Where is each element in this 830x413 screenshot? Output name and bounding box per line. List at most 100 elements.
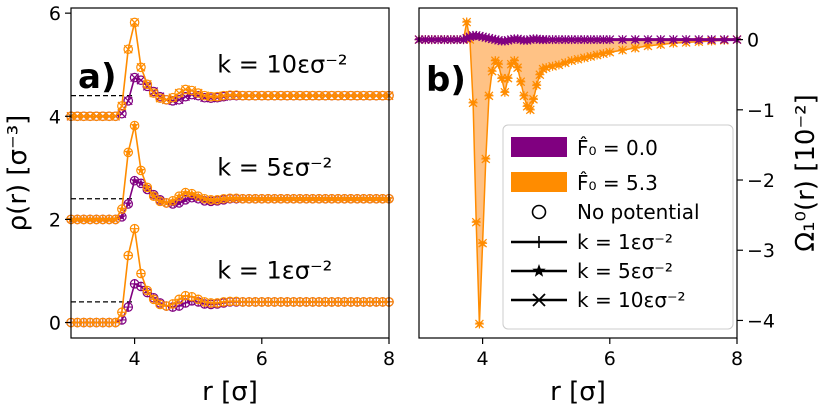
k-marker-k5: [149, 191, 158, 200]
k-marker-k5: [187, 189, 197, 198]
legend-swatch-f53: [511, 172, 567, 192]
nopot-marker: [295, 90, 305, 101]
omega-marker-x: [452, 35, 462, 45]
nopot-marker: [218, 90, 229, 101]
k-marker-k5: [193, 191, 203, 200]
k-marker-k5: [372, 194, 381, 203]
k-marker-k10: [130, 18, 140, 27]
nopot-marker: [123, 96, 134, 106]
k-marker-k1: [123, 302, 133, 312]
k-marker-k5: [168, 199, 177, 208]
nopot-marker: [371, 90, 382, 101]
k-marker-k5: [340, 194, 349, 203]
omega-marker-x: [478, 238, 488, 248]
omega-marker-x: [474, 319, 484, 329]
nopot-marker: [78, 111, 89, 122]
legend-label-k5: k = 5εσ⁻²: [577, 259, 673, 283]
nopot-marker: [85, 111, 95, 122]
legend-circle-marker: [531, 204, 547, 220]
omega-marker-x: [468, 98, 478, 108]
legend-label-nopot: No potential: [577, 200, 700, 224]
k-marker-k5: [193, 194, 203, 203]
omega-marker-x: [630, 35, 640, 45]
nopot-marker: [346, 90, 356, 101]
nopot-marker: [358, 90, 369, 101]
k-marker-k1: [136, 281, 146, 291]
omega-marker-x: [462, 17, 472, 27]
omega-marker-x: [573, 35, 583, 45]
k-marker-k5: [124, 199, 133, 208]
k-marker-k1: [111, 318, 121, 328]
legend-label-k10: k = 10εσ⁻²: [577, 288, 686, 312]
legend-line-plus: [511, 236, 567, 248]
nopot-marker: [307, 90, 318, 101]
y-tick-label: 0: [49, 313, 61, 335]
nopot-marker: [231, 90, 242, 100]
k-marker-k5: [104, 214, 114, 223]
y-tick-label: −4: [747, 310, 775, 332]
nopot-marker: [326, 90, 337, 101]
x-tick-label: 4: [477, 348, 489, 370]
omega-marker-x: [519, 91, 529, 101]
annotation-k5: k = 5εσ⁻²: [217, 154, 332, 182]
nopot-marker: [250, 90, 261, 101]
nopot-marker: [167, 92, 178, 103]
omega-marker-x: [525, 105, 535, 115]
k-marker-k1: [180, 291, 190, 301]
omega-marker-x: [567, 35, 577, 45]
omega-marker-x: [548, 35, 557, 45]
omega-marker-x: [599, 35, 608, 45]
omega-marker-x: [668, 35, 678, 45]
omega-marker-x: [497, 73, 507, 83]
nopot-marker: [148, 88, 159, 98]
omega-marker-x: [541, 35, 551, 45]
annotation-k1: k = 1εσ⁻²: [217, 257, 332, 285]
k-marker-k5: [143, 182, 152, 192]
nopot-marker: [225, 90, 235, 100]
k-marker-k5: [130, 121, 139, 130]
y-tick-label: 0: [747, 30, 759, 52]
k-marker-k5: [270, 194, 279, 203]
nopot-marker: [314, 90, 324, 101]
k-marker-k5: [79, 214, 88, 223]
k-marker-k1: [117, 307, 127, 317]
omega-marker-x: [487, 66, 497, 76]
k-marker-k5: [283, 194, 292, 203]
k-marker-k1: [212, 298, 222, 308]
y-tick-label: −2: [747, 170, 775, 192]
nopot-marker: [288, 90, 299, 101]
omega-marker-x: [618, 35, 627, 45]
nopot-marker: [129, 17, 140, 28]
k-marker-k10: [136, 62, 146, 72]
nopot-marker: [136, 62, 146, 73]
panel-a-label: a): [78, 57, 116, 97]
nopot-marker: [320, 90, 331, 101]
omega-marker-x: [529, 94, 538, 104]
panel-a-xlabel: r [σ]: [202, 377, 258, 407]
k-marker-k5: [174, 191, 184, 200]
nopot-marker: [206, 91, 216, 102]
k-marker-k1: [123, 251, 133, 260]
k-marker-k5: [92, 214, 101, 223]
nopot-marker: [98, 111, 108, 122]
y-tick-label: 4: [49, 106, 61, 128]
k-marker-k5: [200, 194, 209, 203]
k-marker-k5: [130, 176, 139, 185]
k-marker-k5: [117, 212, 127, 221]
nopot-marker: [256, 90, 267, 101]
panel-b-xlabel: r [σ]: [550, 377, 606, 407]
omega-marker-x: [516, 77, 526, 87]
nopot-marker: [110, 111, 121, 122]
omega-marker-x: [484, 91, 494, 101]
k-marker-k5: [155, 196, 165, 205]
omega-marker-x: [579, 35, 589, 45]
omega-marker-x: [427, 35, 437, 45]
nopot-marker: [117, 101, 127, 111]
k-marker-k5: [333, 194, 343, 203]
x-tick-label: 4: [129, 348, 141, 370]
y-tick-label: 2: [49, 209, 61, 231]
y-tick-label: −3: [747, 240, 775, 262]
k-marker-k1: [130, 224, 140, 234]
k-marker-k1: [174, 294, 184, 304]
